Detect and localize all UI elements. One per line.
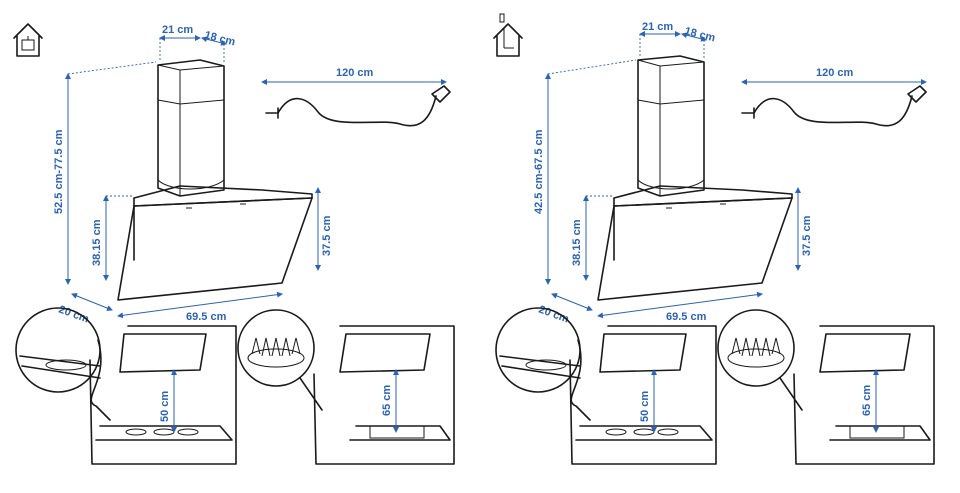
- clearance-electric-label: 50 cm: [159, 391, 171, 422]
- width-label: 69.5 cm: [666, 311, 707, 323]
- chimney-width-label: 21 cm: [162, 24, 193, 36]
- chimney: [637, 55, 705, 197]
- body-height-back-label: 38.15 cm: [91, 219, 103, 266]
- clearance-gas-label: 65 cm: [861, 385, 873, 416]
- dimensions: [65, 35, 447, 319]
- panel-wall-mount: 21 cm 18 cm 120 cm 42.5 cm-67.5 cm 38.15…: [493, 13, 935, 465]
- depth-label: 20 cm: [57, 304, 91, 326]
- total-height-label: 42.5 cm-67.5 cm: [533, 129, 545, 214]
- chimney: [157, 59, 225, 197]
- cable-length-label: 120 cm: [336, 67, 374, 79]
- gas-cooktop-inset: 65 cm: [237, 309, 455, 465]
- power-cable: [265, 85, 451, 127]
- electric-cooktop-inset: 50 cm: [15, 307, 237, 465]
- hood-body: [117, 185, 313, 301]
- chimney-depth-label: 18 cm: [203, 29, 236, 48]
- hood-body: [597, 185, 793, 301]
- total-height-label: 52.5 cm-77.5 cm: [53, 129, 65, 214]
- width-label: 69.5 cm: [186, 311, 227, 323]
- chimney-depth-label: 18 cm: [683, 25, 716, 44]
- gas-cooktop-inset: 65 cm: [717, 309, 935, 465]
- dimensions: [545, 31, 927, 319]
- panel-ceiling-mount: 21 cm 18 cm 120 cm 52.5 cm-77.5 cm 38.15…: [13, 23, 455, 465]
- depth-label: 20 cm: [537, 304, 571, 326]
- body-height-front-label: 37.5 cm: [321, 215, 333, 256]
- power-cable: [741, 85, 927, 127]
- clearance-electric-label: 50 cm: [639, 391, 651, 422]
- wall-mount-icon: [493, 13, 523, 57]
- body-height-front-label: 37.5 cm: [801, 215, 813, 256]
- body-height-back-label: 38.15 cm: [571, 219, 583, 266]
- clearance-gas-label: 65 cm: [381, 385, 393, 416]
- ceiling-mount-icon: [13, 23, 43, 57]
- chimney-width-label: 21 cm: [642, 21, 673, 33]
- electric-cooktop-inset: 50 cm: [495, 307, 717, 465]
- cable-length-label: 120 cm: [816, 67, 854, 79]
